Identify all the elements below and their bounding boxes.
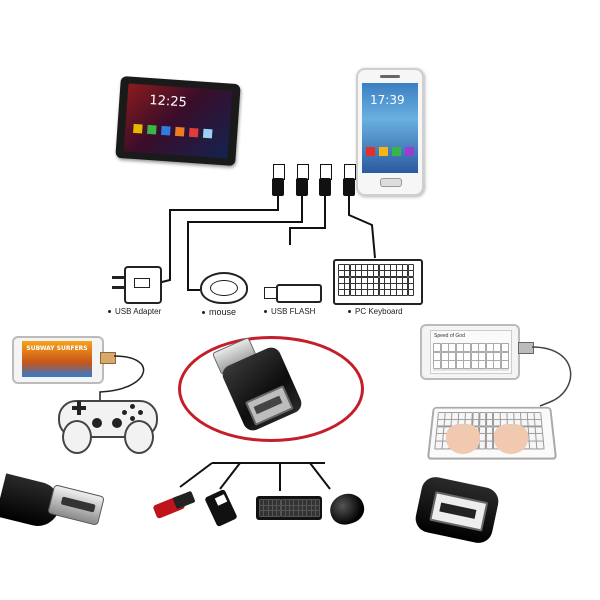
usb-female-closeup: [413, 474, 501, 546]
game-screen: SUBWAY SURFERS: [22, 341, 92, 377]
phone-landscape-right: Speed of God: [420, 324, 520, 380]
label-pc-keyboard: PC Keyboard: [348, 307, 403, 316]
phone-speaker: [380, 75, 400, 78]
keyboard-key: [314, 510, 321, 517]
label-usb-adapter: USB Adapter: [108, 307, 161, 316]
usb-plug-4: [343, 164, 356, 196]
smartphone: 17:39: [356, 68, 424, 196]
phone-clock: 17:39: [370, 93, 405, 107]
otg-adapter-icon: [205, 330, 315, 434]
phone-home-button: [380, 178, 402, 187]
label-mouse: mouse: [202, 307, 236, 317]
phone-screen: 17:39: [362, 83, 418, 173]
usb-flash-icon: [264, 284, 322, 303]
phone-right-note: Speed of God: [434, 333, 465, 339]
pc-keyboard-icon: [333, 259, 423, 305]
keyboard-cable: [531, 346, 572, 407]
device-fan-lines: [179, 462, 331, 491]
card-reader-icon: [204, 488, 246, 528]
otg-adapter-small-left: [100, 352, 116, 364]
game-title: SUBWAY SURFERS: [26, 345, 88, 352]
usb-plug-3: [319, 164, 332, 196]
black-keyboard-icon: [256, 496, 322, 520]
keyboard-key: [500, 360, 509, 369]
keyboard-key: [536, 440, 545, 450]
connection-cables: [157, 195, 376, 291]
label-usb-flash: USB FLASH: [264, 307, 315, 316]
highlight-circle: [178, 336, 364, 442]
otg-adapter-small-right: [518, 342, 534, 354]
phone-landscape-left: SUBWAY SURFERS: [12, 336, 104, 384]
gamepad-cable: [99, 355, 145, 400]
phone-app-icons: [366, 147, 414, 167]
usb-plug-2: [296, 164, 309, 196]
micro-usb-closeup: [0, 473, 110, 536]
keyboard-key: [407, 289, 415, 297]
hands-typing: [444, 418, 534, 458]
phone-right-screen: Speed of God: [430, 330, 512, 374]
usb-flash-drive-icon: [152, 490, 196, 520]
usb-adapter-icon: [112, 264, 162, 304]
gamepad-icon: [58, 392, 158, 454]
mouse-icon: [200, 272, 248, 304]
onscreen-keyboard: [433, 343, 509, 371]
usb-plug-1: [272, 164, 285, 196]
